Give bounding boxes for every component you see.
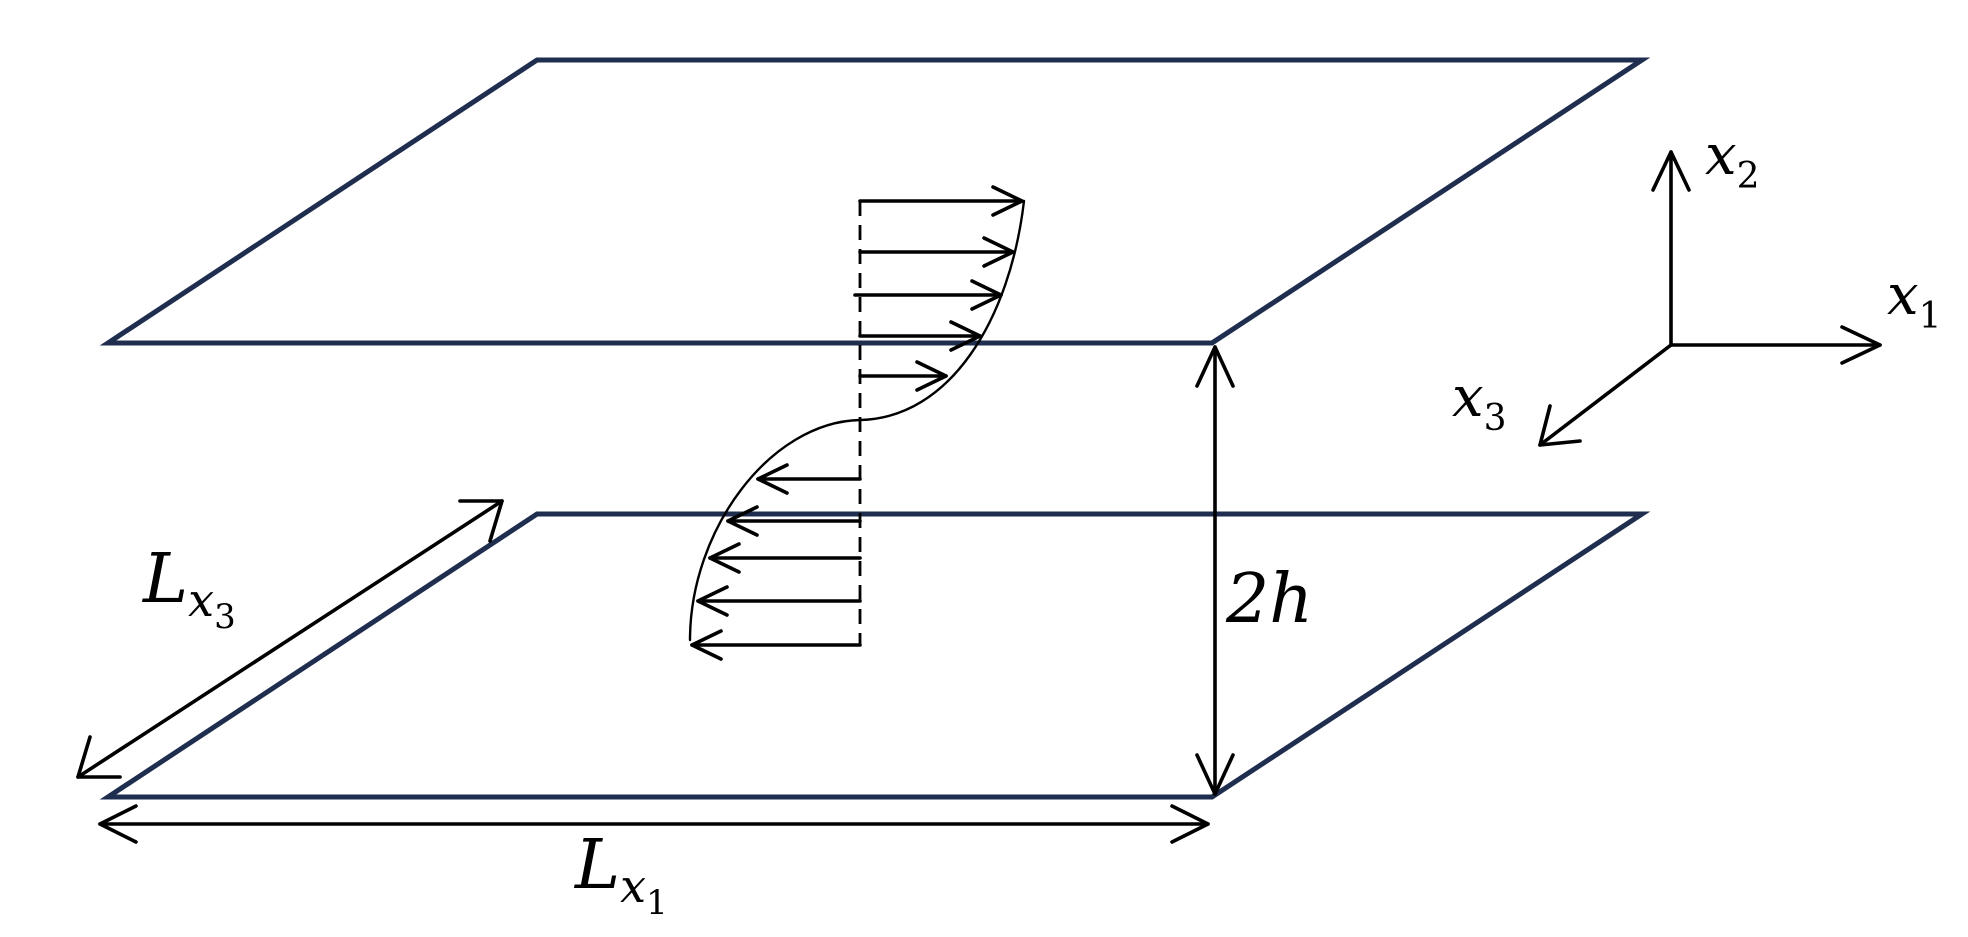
- profile-arrow: [858, 320, 982, 352]
- velocity-profile-curve: [688, 199, 1026, 642]
- profile-arrow: [756, 463, 862, 495]
- upper-plate: [99, 57, 1651, 346]
- profile-arrows-negative: [690, 463, 862, 661]
- length-x3-label: Lx3: [143, 540, 236, 637]
- length-x3-dimension-arrow: [76, 499, 504, 779]
- axis-label-x3: x3: [1452, 365, 1507, 439]
- profile-arrow: [858, 185, 1024, 217]
- coordinate-axes: [1538, 150, 1882, 447]
- profile-arrow: [708, 542, 862, 574]
- lower-plate: [99, 511, 1651, 800]
- profile-arrow: [696, 585, 862, 617]
- profile-arrow: [690, 629, 862, 661]
- profile-arrow: [858, 236, 1015, 268]
- axis-label-x1: x1: [1887, 263, 1942, 337]
- axis-label-x2: x2: [1705, 123, 1760, 197]
- height-dimension-arrow: [1195, 345, 1235, 796]
- profile-arrow: [853, 279, 1003, 311]
- length-x1-label: Lx1: [575, 826, 668, 923]
- profile-arrow: [858, 360, 948, 392]
- length-x1-dimension-arrow: [98, 804, 1210, 844]
- profile-arrow: [726, 505, 862, 537]
- profile-arrows-positive: [853, 185, 1024, 392]
- height-label: 2h: [1226, 560, 1314, 639]
